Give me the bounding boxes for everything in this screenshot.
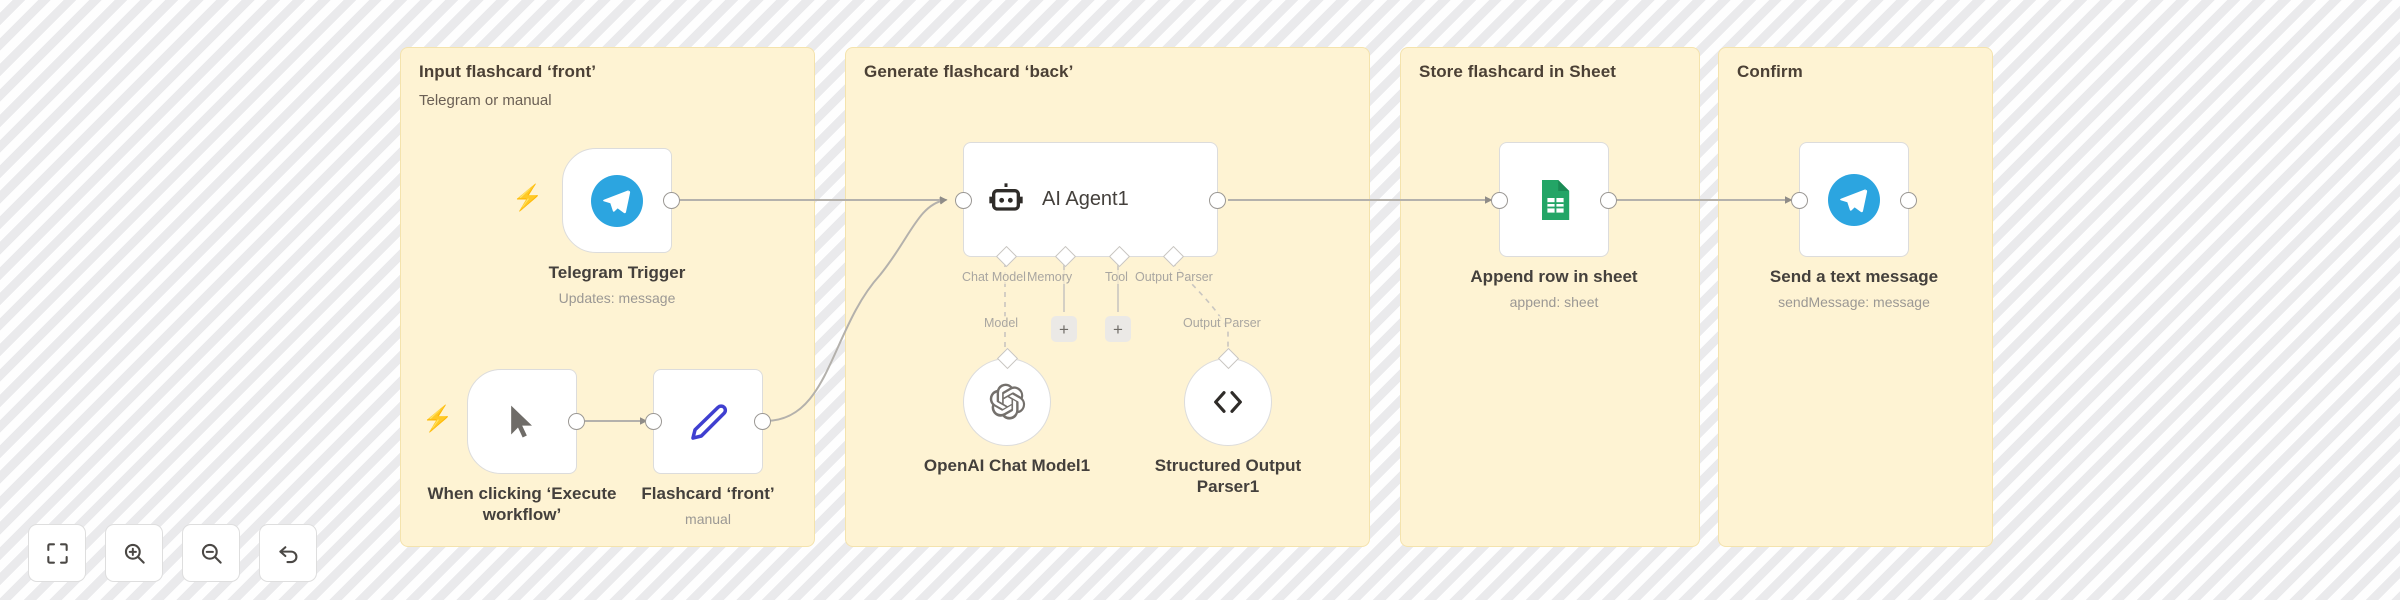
node-label: AI Agent1: [1042, 188, 1129, 210]
sticky-note-title: Confirm: [1737, 62, 1803, 81]
output-port[interactable]: [754, 413, 771, 430]
node-send-a-text-message[interactable]: Send a text message sendMessage: message: [1770, 142, 1938, 310]
trigger-bolt-icon: ⚡: [512, 184, 544, 212]
canvas-zoom-toolbar: [28, 524, 317, 582]
zoom-in-button[interactable]: [105, 524, 163, 582]
sticky-note-subtitle: Telegram or manual: [419, 92, 552, 109]
model-connector-label: Model: [983, 316, 1020, 330]
node-telegram-trigger[interactable]: Telegram Trigger Updates: message: [549, 148, 685, 306]
node-label: When clicking ‘Execute workflow’: [427, 484, 617, 524]
node-label: Structured Output Parser1: [1154, 456, 1302, 496]
robot-icon: [989, 182, 1023, 211]
input-port[interactable]: [955, 192, 972, 209]
zoom-to-fit-button[interactable]: [28, 524, 86, 582]
sticky-note-title: Input flashcard ‘front’: [419, 62, 597, 81]
cursor-icon: [511, 405, 532, 437]
node-openai-chat-model[interactable]: OpenAI Chat Model1: [924, 347, 1090, 475]
node-subtitle: Updates: message: [558, 290, 676, 306]
sticky-note-store[interactable]: Store flashcard in Sheet: [1400, 47, 1700, 547]
openai-icon: [989, 383, 1026, 420]
telegram-icon: [1828, 173, 1880, 226]
output-parser-port-label: Output Parser: [1134, 270, 1214, 284]
reset-zoom-button[interactable]: [259, 524, 317, 582]
node-label: OpenAI Chat Model1: [923, 456, 1091, 475]
plus-icon: +: [1113, 319, 1123, 339]
node-ai-agent[interactable]: AI Agent1: [955, 142, 1226, 268]
node-manual-trigger[interactable]: When clicking ‘Execute workflow’: [428, 369, 616, 524]
output-parser-connector-label: Output Parser: [1182, 316, 1262, 330]
node-subtitle: manual: [685, 511, 731, 527]
node-label: Append row in sheet: [1470, 267, 1638, 286]
undo-arrow-icon: [278, 545, 297, 563]
google-sheets-icon: [1542, 179, 1570, 220]
input-port[interactable]: [645, 413, 662, 430]
plus-icon: +: [1059, 319, 1069, 339]
sticky-note-confirm[interactable]: Confirm: [1718, 47, 1993, 547]
trigger-bolt-icon: ⚡: [422, 405, 454, 433]
tool-port-label: Tool: [1104, 270, 1129, 284]
memory-port-label: Memory: [1026, 270, 1074, 284]
code-brackets-icon: [1214, 391, 1242, 413]
zoom-out-icon: [201, 543, 222, 564]
node-label: Send a text message: [1769, 267, 1939, 286]
sticky-note-title: Generate flashcard ‘back’: [864, 62, 1074, 81]
add-tool-button[interactable]: +: [1105, 316, 1131, 342]
output-port[interactable]: [568, 413, 585, 430]
sticky-note-title: Store flashcard in Sheet: [1419, 62, 1617, 81]
node-structured-output-parser[interactable]: Structured Output Parser1: [1155, 347, 1301, 496]
telegram-icon: [591, 174, 643, 227]
node-subtitle: sendMessage: message: [1778, 294, 1930, 310]
node-flashcard-front[interactable]: Flashcard ‘front’ manual: [641, 369, 775, 527]
output-port[interactable]: [1600, 192, 1617, 209]
fit-screen-icon: [46, 542, 68, 564]
sticky-note-input[interactable]: Input flashcard ‘front’ Telegram or manu…: [400, 47, 815, 547]
node-subtitle: append: sheet: [1509, 294, 1599, 310]
node-label: Flashcard ‘front’: [641, 484, 775, 503]
add-memory-button[interactable]: +: [1051, 316, 1077, 342]
chat-model-port-label: Chat Model: [961, 270, 1027, 284]
output-port[interactable]: [1900, 192, 1917, 209]
zoom-out-button[interactable]: [182, 524, 240, 582]
sticky-note-generate[interactable]: Generate flashcard ‘back’: [845, 47, 1370, 547]
output-port[interactable]: [1209, 192, 1226, 209]
output-port[interactable]: [663, 192, 680, 209]
input-port[interactable]: [1491, 192, 1508, 209]
node-label: Telegram Trigger: [548, 263, 686, 282]
edit-pencil-icon: [691, 403, 728, 440]
input-port[interactable]: [1791, 192, 1808, 209]
node-append-row-in-sheet[interactable]: Append row in sheet append: sheet: [1470, 142, 1638, 310]
zoom-in-icon: [124, 543, 145, 564]
